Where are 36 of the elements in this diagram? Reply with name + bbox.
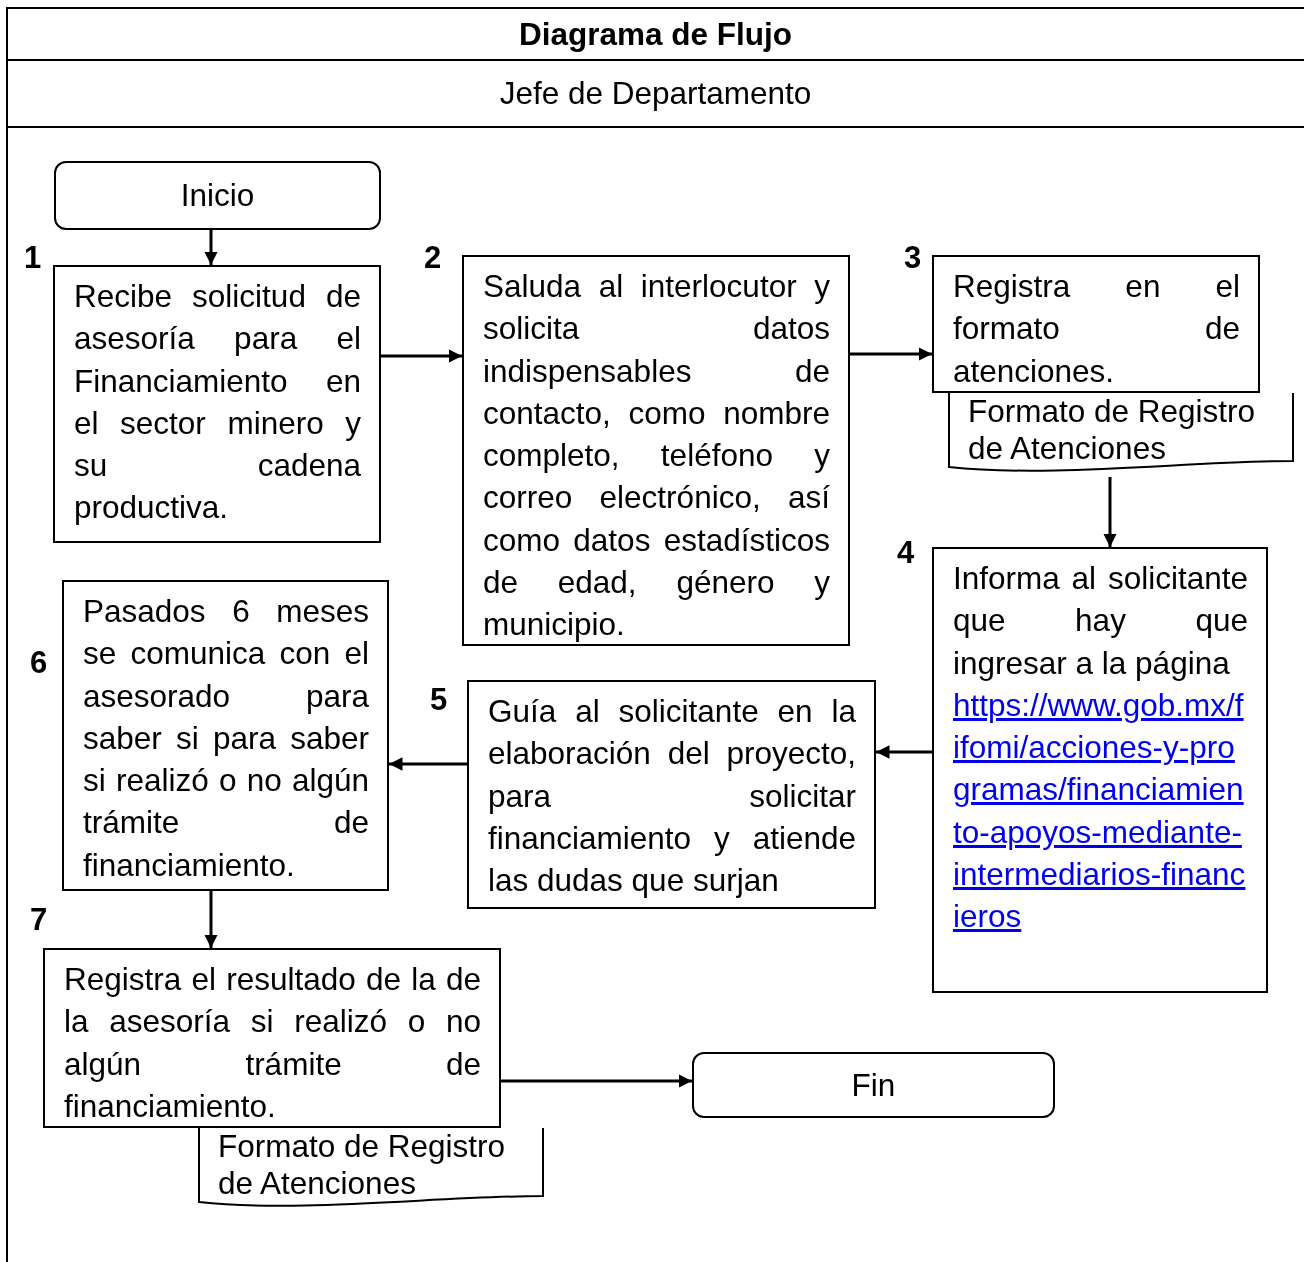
arrow bbox=[501, 1074, 692, 1088]
arrow bbox=[204, 891, 218, 948]
document-label: Formato de Registro de Atenciones bbox=[968, 393, 1257, 467]
step-text: Inicio bbox=[180, 176, 255, 216]
step-number: 6 bbox=[30, 647, 48, 679]
process-box bbox=[62, 580, 389, 891]
diagram-title: Diagrama de Flujo bbox=[518, 16, 793, 52]
lane-header: Jefe de Departamento bbox=[499, 75, 812, 111]
arrow bbox=[389, 757, 467, 771]
arrow bbox=[850, 347, 932, 361]
step-number: 3 bbox=[904, 242, 922, 274]
arrow bbox=[204, 230, 218, 265]
process-box bbox=[932, 547, 1268, 993]
process-box bbox=[53, 265, 381, 543]
step-text: Saluda al interlocutor y solicita datos indispensables de contacto, como nombre completo, teléfono y correo electrónico, así como datos estadísticos de edad, género y municipio. bbox=[483, 267, 830, 645]
step-text: Guía al solicitante en la elaboración del proyecto, para solicitar financiamiento y atiende las dudas que surjan bbox=[488, 692, 856, 901]
arrow bbox=[1103, 477, 1117, 547]
step-number: 2 bbox=[424, 242, 442, 274]
step-text: Recibe solicitud de asesoría para el Financiamiento en el sector minero y su cadena productiva. bbox=[74, 277, 361, 528]
step-text: Informa al solicitante que hay que ingresar a la página bbox=[953, 559, 1248, 683]
arrow bbox=[876, 745, 932, 759]
step-number: 4 bbox=[897, 537, 915, 569]
step-text: Registra el resultado de la de la asesoría si realizó o no algún trámite de financiamiento. bbox=[64, 960, 481, 1126]
step-number: 1 bbox=[24, 242, 42, 274]
arrow bbox=[381, 349, 462, 363]
process-box bbox=[932, 255, 1260, 393]
step-number: 5 bbox=[430, 684, 448, 716]
step-text: Fin bbox=[851, 1065, 896, 1105]
step-number: 7 bbox=[30, 904, 48, 936]
process-box bbox=[467, 680, 876, 909]
step-text: Pasados 6 meses se comunica con el asesorado para saber si para saber si realizó o no algún trámite de financiamiento. bbox=[83, 592, 369, 885]
url-link: https://www.gob.mx/fifomi/acciones-y-programas/financiamiento-apoyos-mediante-intermediarios-financieros bbox=[953, 685, 1247, 937]
document-label: Formato de Registro de Atenciones bbox=[218, 1128, 507, 1202]
step-text: Registra en el formato de atenciones. bbox=[953, 267, 1240, 391]
terminal-box bbox=[692, 1052, 1055, 1118]
terminal-box bbox=[54, 161, 381, 230]
